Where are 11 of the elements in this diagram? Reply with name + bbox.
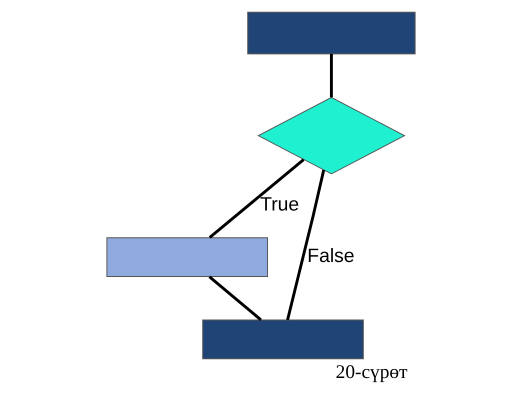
edge-label: True	[260, 194, 299, 216]
connector	[286, 170, 325, 320]
connector	[208, 158, 304, 239]
node-diamond	[256, 96, 406, 174]
node-box	[106, 237, 268, 277]
edge-label: False	[306, 244, 354, 267]
caption: 20-сүрөт	[335, 362, 407, 384]
node-box	[246, 12, 416, 54]
node-box	[202, 320, 364, 360]
connector	[208, 276, 262, 321]
connector	[329, 54, 332, 98]
